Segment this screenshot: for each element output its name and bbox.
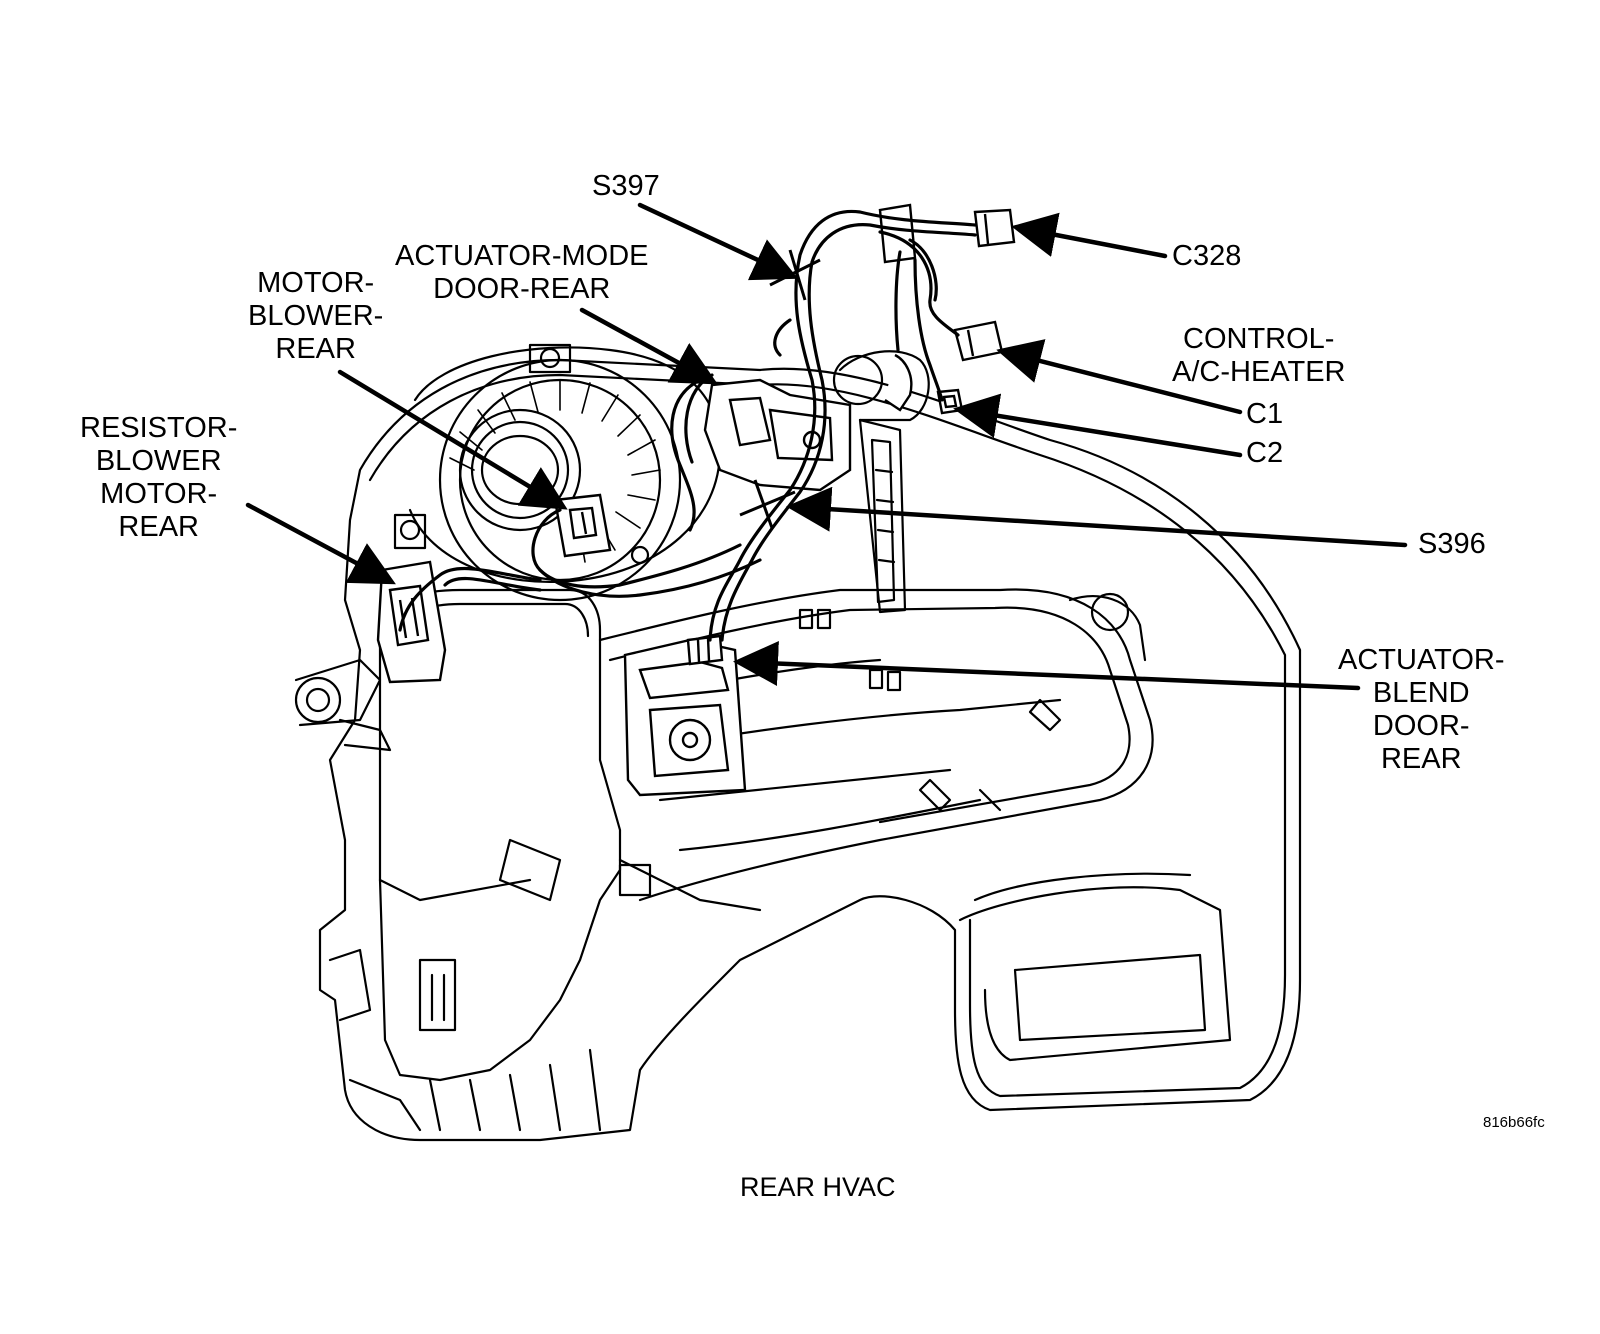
label-actuator-mode-door-rear: ACTUATOR-MODE DOOR-REAR [395, 240, 649, 305]
arrow-s396 [786, 486, 1408, 548]
actuator-mode-door [703, 378, 852, 492]
diagram-caption: REAR HVAC [740, 1172, 896, 1202]
label-s396: S396 [1418, 528, 1486, 560]
arrow-motor-blower [337, 369, 568, 510]
label-control-ac-heater: CONTROL- A/C-HEATER [1172, 323, 1346, 388]
arrow-s397 [637, 202, 799, 281]
actuator-blend-door [623, 634, 747, 797]
label-c1: C1 [1246, 398, 1284, 430]
blower-motor-connector [553, 493, 612, 558]
arrow-c328 [1011, 212, 1168, 259]
figure-id: 816b66fc [1483, 1114, 1545, 1131]
label-resistor-blower-motor-rear: RESISTOR- BLOWER MOTOR- REAR [80, 412, 238, 543]
label-actuator-blend-door-rear: ACTUATOR- BLEND DOOR- REAR [1338, 644, 1505, 775]
label-c2: C2 [1246, 437, 1284, 469]
label-c328: C328 [1172, 240, 1242, 272]
arrow-c2 [953, 393, 1243, 458]
arrow-actuator-blend [733, 641, 1361, 691]
label-s397: S397 [592, 170, 660, 202]
arrow-c1 [996, 339, 1243, 415]
arrow-actuator-mode [579, 307, 718, 385]
arrow-resistor [245, 502, 396, 585]
label-motor-blower-rear: MOTOR- BLOWER- REAR [248, 267, 384, 365]
control-connectors [878, 203, 1016, 415]
leader-arrows [245, 202, 1408, 691]
